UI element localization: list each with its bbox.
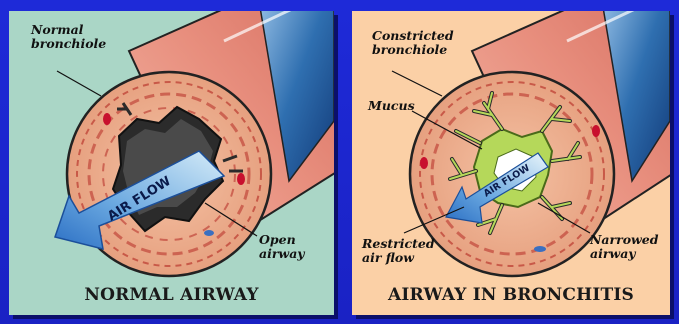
normal-airway-panel: AIR FLOW Normal bronchiole Open airway N… — [9, 11, 334, 315]
caption-normal-airway: NORMAL AIRWAY — [9, 285, 334, 305]
label-restricted-air-flow: Restricted air flow — [362, 237, 435, 265]
caption-airway-in-bronchitis: AIRWAY IN BRONCHITIS — [352, 285, 670, 305]
normal-airway-illustration: AIR FLOW — [9, 11, 334, 315]
label-constricted-bronchiole: Constricted bronchiole — [372, 29, 454, 57]
bronchitis-airway-panel: AIR FLOW Constricted bronchiole Mucus Re… — [352, 11, 670, 315]
label-normal-bronchiole: Normal bronchiole — [31, 23, 106, 51]
label-narrowed-airway: Narrowed airway — [590, 233, 659, 261]
label-mucus: Mucus — [368, 99, 415, 113]
label-open-airway: Open airway — [259, 233, 305, 261]
